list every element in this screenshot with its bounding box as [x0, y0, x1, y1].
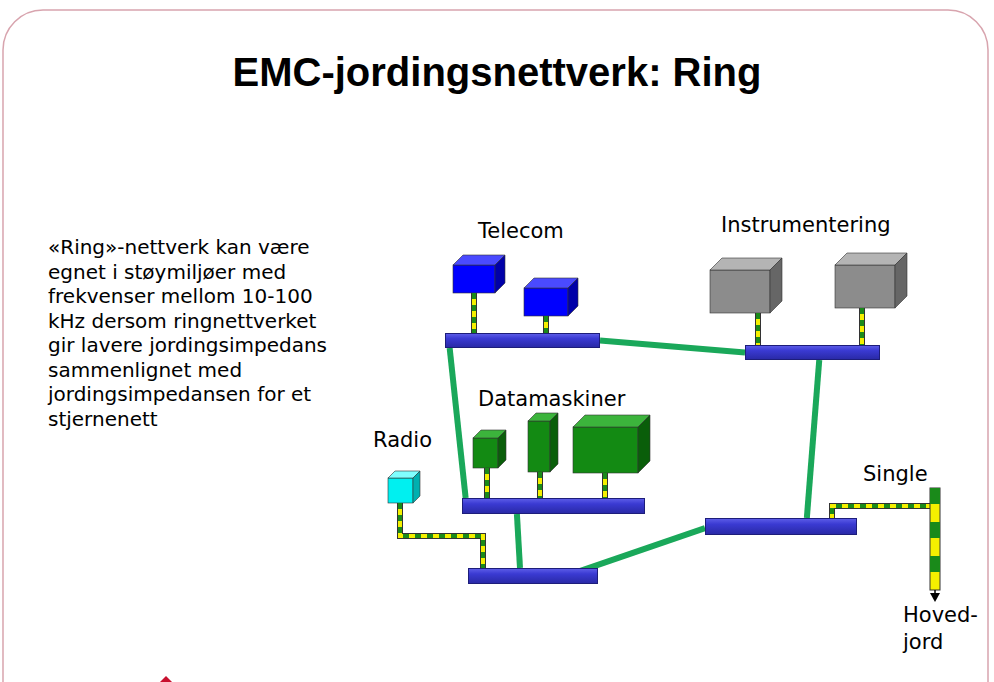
cube-front: [710, 270, 770, 313]
ring-conductor: [450, 348, 466, 498]
cube: [453, 255, 505, 293]
group-label: Single: [863, 462, 928, 486]
group-label: Radio: [373, 428, 432, 452]
ground-bar: Datamaskiner: [462, 498, 645, 514]
earth-arrow: [930, 593, 940, 602]
group-label: Telecom: [478, 219, 564, 243]
cube-side: [770, 258, 782, 313]
cube-side: [498, 430, 506, 468]
cube-side: [638, 415, 650, 473]
lead-band-stripe: [930, 522, 940, 538]
ground-bar: Single: [705, 518, 857, 535]
ring-conductor: [517, 514, 520, 568]
cube: [835, 253, 907, 308]
cube-front: [453, 265, 495, 293]
group-label: Datamaskiner: [478, 387, 625, 411]
ground-leads: [400, 293, 940, 602]
slide-title: EMC-jordingsnettverk: Ring: [0, 50, 994, 95]
cube-top: [710, 258, 782, 270]
cube: [524, 278, 578, 316]
ground-bar: Instrumentering: [745, 345, 880, 360]
ground-bar: Radio: [468, 568, 598, 584]
ring-conductor: [807, 360, 819, 518]
cube-side: [895, 253, 907, 308]
ring-conductor: [575, 528, 705, 573]
earth-label: Hoved- jord: [903, 602, 978, 656]
cube-front: [835, 265, 895, 308]
cube: [573, 415, 650, 473]
equipment-cubes: [388, 253, 907, 503]
cube-front: [524, 288, 568, 316]
lead-band: [930, 488, 940, 590]
single-point-lead: [930, 488, 940, 602]
cube-top: [835, 253, 907, 265]
logo-mark: [160, 676, 172, 682]
note-text: «Ring»-nettverk kan være egnet i støymil…: [48, 235, 338, 431]
group-label: Instrumentering: [721, 213, 891, 237]
cube: [710, 258, 782, 313]
cube-side: [550, 413, 558, 472]
cube-front: [573, 427, 638, 473]
lead-band-stripe: [930, 556, 940, 572]
cube-front: [473, 438, 498, 468]
lead-band-stripe: [930, 488, 940, 504]
cube-front: [388, 478, 413, 503]
cube: [473, 430, 506, 468]
cube-side: [413, 471, 420, 503]
cube: [528, 413, 558, 472]
page-frame: [3, 10, 988, 682]
cube: [388, 471, 420, 503]
ground-bar: Telecom: [445, 333, 600, 348]
cube-front: [528, 421, 550, 472]
ring-conductor: [600, 341, 745, 353]
cube-top: [573, 415, 650, 427]
cube-side: [495, 255, 505, 293]
cube-side: [568, 278, 578, 316]
